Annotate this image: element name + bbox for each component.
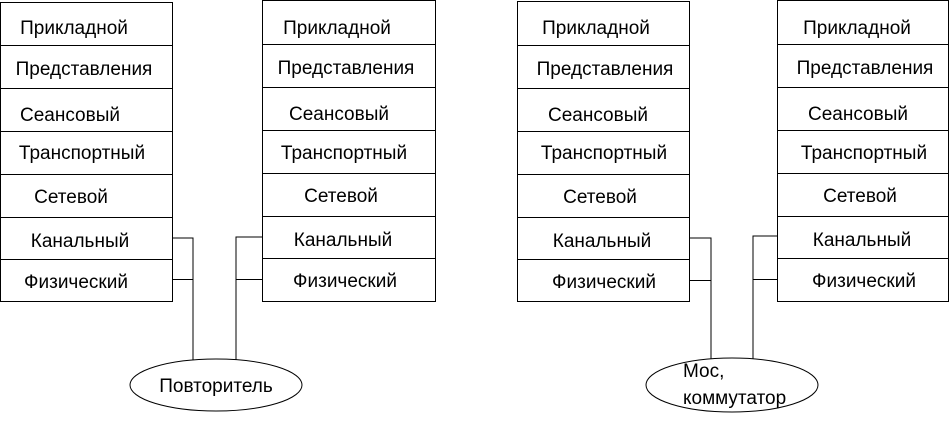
stack-1-layer-application: Прикладной xyxy=(20,18,128,39)
stack-1-layer-session: Сеансовый xyxy=(20,105,120,126)
repeater-label: Повторитель xyxy=(159,376,273,397)
stack-3-layer-physical: Физический xyxy=(552,272,656,293)
stack-3-layer-datalink: Канальный xyxy=(553,231,651,252)
repeater-connection-lines xyxy=(173,236,262,369)
stack-4-layer-presentation: Представления xyxy=(797,58,934,79)
stack-4-layer-network: Сетевой xyxy=(823,186,897,207)
stack-2-layer-network: Сетевой xyxy=(304,186,378,207)
stack-4-layer-application: Прикладной xyxy=(803,18,911,39)
stack-2-layer-presentation: Представления xyxy=(278,58,415,79)
stack-1-layer-network: Сетевой xyxy=(34,187,108,208)
bridge-switch-node xyxy=(645,357,819,413)
stack-2-layer-session: Сеансовый xyxy=(289,104,389,125)
stack-1-layer-physical: Физический xyxy=(24,272,128,293)
stack-3-layer-presentation: Представления xyxy=(537,59,674,80)
stack-4-layer-transport: Транспортный xyxy=(801,143,927,164)
stack-3-layer-application: Прикладной xyxy=(542,18,650,39)
stack-1-layer-presentation: Представления xyxy=(16,59,153,80)
stack-3-frame xyxy=(517,1,690,302)
stack-2-layer-physical: Физический xyxy=(293,271,397,292)
stack-3-layer-network: Сетевой xyxy=(563,187,637,208)
osi-stack-4 xyxy=(777,0,949,302)
repeater-node xyxy=(129,358,303,412)
stack-3-layer-session: Сеансовый xyxy=(548,105,648,126)
stack-2-frame xyxy=(262,0,436,302)
osi-stack-2 xyxy=(262,0,436,302)
stack-4-layer-datalink: Канальный xyxy=(813,230,911,251)
stack-2-layer-application: Прикладной xyxy=(283,18,391,39)
osi-stack-3 xyxy=(517,1,690,302)
stack-4-layer-session: Сеансовый xyxy=(808,104,908,125)
bridge-switch-connection-lines xyxy=(690,235,777,363)
bridge-switch-label-line-1: Мос, xyxy=(683,361,724,382)
stack-2-layer-transport: Транспортный xyxy=(281,143,407,164)
stack-1-frame xyxy=(0,2,173,302)
stack-2-layer-datalink: Канальный xyxy=(294,230,392,251)
stack-3-layer-transport: Транспортный xyxy=(541,143,667,164)
stack-1-layer-transport: Транспортный xyxy=(19,143,145,164)
stack-1-layer-datalink: Канальный xyxy=(31,231,129,252)
osi-stack-1 xyxy=(0,2,173,302)
bridge-switch-label-line-2: коммутатор xyxy=(683,388,786,409)
stack-4-layer-physical: Физический xyxy=(812,271,916,292)
